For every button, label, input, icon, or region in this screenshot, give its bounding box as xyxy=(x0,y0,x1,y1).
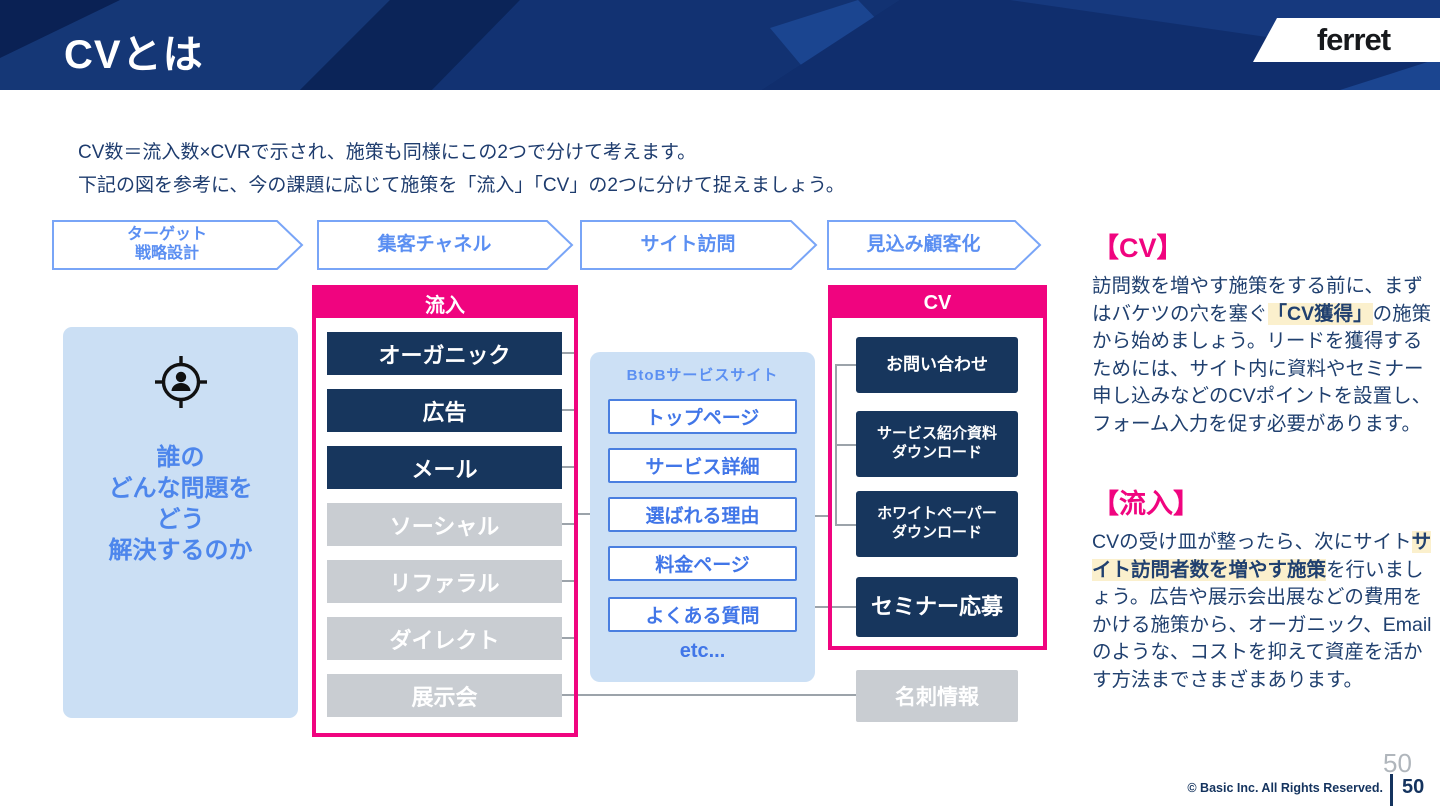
target-persona-panel: 誰の どんな問題を どう 解決するのか xyxy=(63,327,298,718)
intro-line-2: 下記の図を参考に、今の課題に応じて施策を「流入」「CV」の2つに分けて捉えましょ… xyxy=(78,175,845,196)
funnel-step-label: サイト訪問 xyxy=(640,233,736,255)
inflow-note-text-before: CVの受け皿が整ったら、次にサイト xyxy=(1092,531,1412,553)
cv-note-text-before: 訪問数を増やす施策をする前に、まずはバケツの穴を塞ぐ xyxy=(1092,275,1423,325)
btob-site-title: BtoBサービスサイト xyxy=(626,367,779,384)
ferret-logo: ferret xyxy=(1253,18,1440,62)
connector-line xyxy=(578,513,590,515)
cv-item: お問い合わせ xyxy=(856,337,1018,393)
cv-note-body: 訪問数を増やす施策をする前に、まずはバケツの穴を塞ぐ「CV獲得」の施策から始めま… xyxy=(1092,273,1436,438)
header-polygon-background xyxy=(0,0,1440,90)
page-number-light: 50 xyxy=(1383,748,1412,778)
site-page-item: トップページ xyxy=(608,399,797,434)
connector-line xyxy=(835,364,856,366)
ferret-logo-text: ferret xyxy=(1316,22,1391,57)
inflow-item: 広告 xyxy=(327,389,562,432)
target-persona-text: 誰の どんな問題を どう 解決するのか xyxy=(108,444,253,564)
cv-panel: CV お問い合わせ サービス紹介資料 ダウンロード ホワイトペーパー ダウンロー… xyxy=(828,285,1047,650)
inflow-item: ソーシャル xyxy=(327,503,562,546)
connector-line xyxy=(562,523,574,525)
connector-line xyxy=(811,606,828,608)
connector-line xyxy=(578,694,856,696)
cv-item: ホワイトペーパー ダウンロード xyxy=(856,491,1018,557)
cv-panel-title: CV xyxy=(832,289,1043,318)
intro-line-1: CV数＝流入数×CVRで示され、施策も同様にこの2つで分けて考えます。 xyxy=(78,142,697,163)
cv-item: セミナー応募 xyxy=(856,577,1018,637)
funnel-step-visit: サイト訪問 xyxy=(580,220,818,270)
btob-site-panel: BtoBサービスサイト トップページ サービス詳細 選ばれる理由 料金ページ よ… xyxy=(590,352,815,682)
connector-line xyxy=(562,694,574,696)
connector-line xyxy=(835,444,856,446)
cv-note-text-after: の施策から始めましょう。リードを獲得するためには、サイト内に資料やセミナー申し込… xyxy=(1092,302,1432,435)
business-card-box: 名刺情報 xyxy=(856,670,1018,722)
site-page-item: 料金ページ xyxy=(608,546,797,581)
cv-note: 【CV】 訪問数を増やす施策をする前に、まずはバケツの穴を塞ぐ「CV獲得」の施策… xyxy=(1092,226,1436,438)
inflow-item: オーガニック xyxy=(327,332,562,375)
connector-line xyxy=(562,409,574,411)
connector-line xyxy=(832,606,856,608)
site-page-item: 選ばれる理由 xyxy=(608,497,797,532)
inflow-item: リファラル xyxy=(327,560,562,603)
site-page-item: よくある質問 xyxy=(608,597,797,632)
funnel-step-label: ターゲット 戦略設計 xyxy=(126,226,207,262)
inflow-item: ダイレクト xyxy=(327,617,562,660)
funnel-step-target: ターゲット 戦略設計 xyxy=(52,220,304,270)
cv-item: サービス紹介資料 ダウンロード xyxy=(856,411,1018,477)
site-etc-label: etc... xyxy=(679,640,726,662)
connector-line xyxy=(562,580,574,582)
inflow-item: 展示会 xyxy=(327,674,562,717)
footer-divider xyxy=(1390,774,1393,806)
inflow-item: メール xyxy=(327,446,562,489)
page-title: CVとは xyxy=(64,33,204,77)
cv-note-highlight: 「CV獲得」 xyxy=(1267,302,1373,325)
inflow-panel: 流入 オーガニック 広告 メール ソーシャル リファラル ダイレクト 展示会 xyxy=(312,285,578,737)
site-page-item: サービス詳細 xyxy=(608,448,797,483)
connector-line xyxy=(562,352,574,354)
connector-line xyxy=(835,524,856,526)
funnel-step-label: 見込み顧客化 xyxy=(866,233,981,255)
connector-line xyxy=(562,466,574,468)
connector-line xyxy=(811,515,828,517)
page-number: 50 xyxy=(1402,776,1425,798)
intro-text: CV数＝流入数×CVRで示され、施策も同様にこの2つで分けて考えます。 下記の図… xyxy=(78,136,845,202)
inflow-note-body: CVの受け皿が整ったら、次にサイトサイト訪問者数を増やす施策を行いましょう。広告… xyxy=(1092,529,1436,694)
copyright-text: © Basic Inc. All Rights Reserved. xyxy=(1187,781,1383,795)
slide-header xyxy=(0,0,1440,90)
funnel-step-label: 集客チャネル xyxy=(377,233,492,255)
inflow-panel-title: 流入 xyxy=(316,289,574,318)
connector-line xyxy=(562,637,574,639)
inflow-note: 【流入】 CVの受け皿が整ったら、次にサイトサイト訪問者数を増やす施策を行いまし… xyxy=(1092,482,1436,694)
funnel-step-channel: 集客チャネル xyxy=(317,220,574,270)
inflow-note-text-after: を行いましょう。広告や展示会出展などの費用をかける施策から、オーガニック、Ema… xyxy=(1092,558,1432,691)
target-person-icon xyxy=(154,356,207,408)
inflow-note-heading: 【流入】 xyxy=(1092,489,1200,519)
cv-note-heading: 【CV】 xyxy=(1092,233,1184,263)
funnel-step-lead: 見込み顧客化 xyxy=(827,220,1042,270)
